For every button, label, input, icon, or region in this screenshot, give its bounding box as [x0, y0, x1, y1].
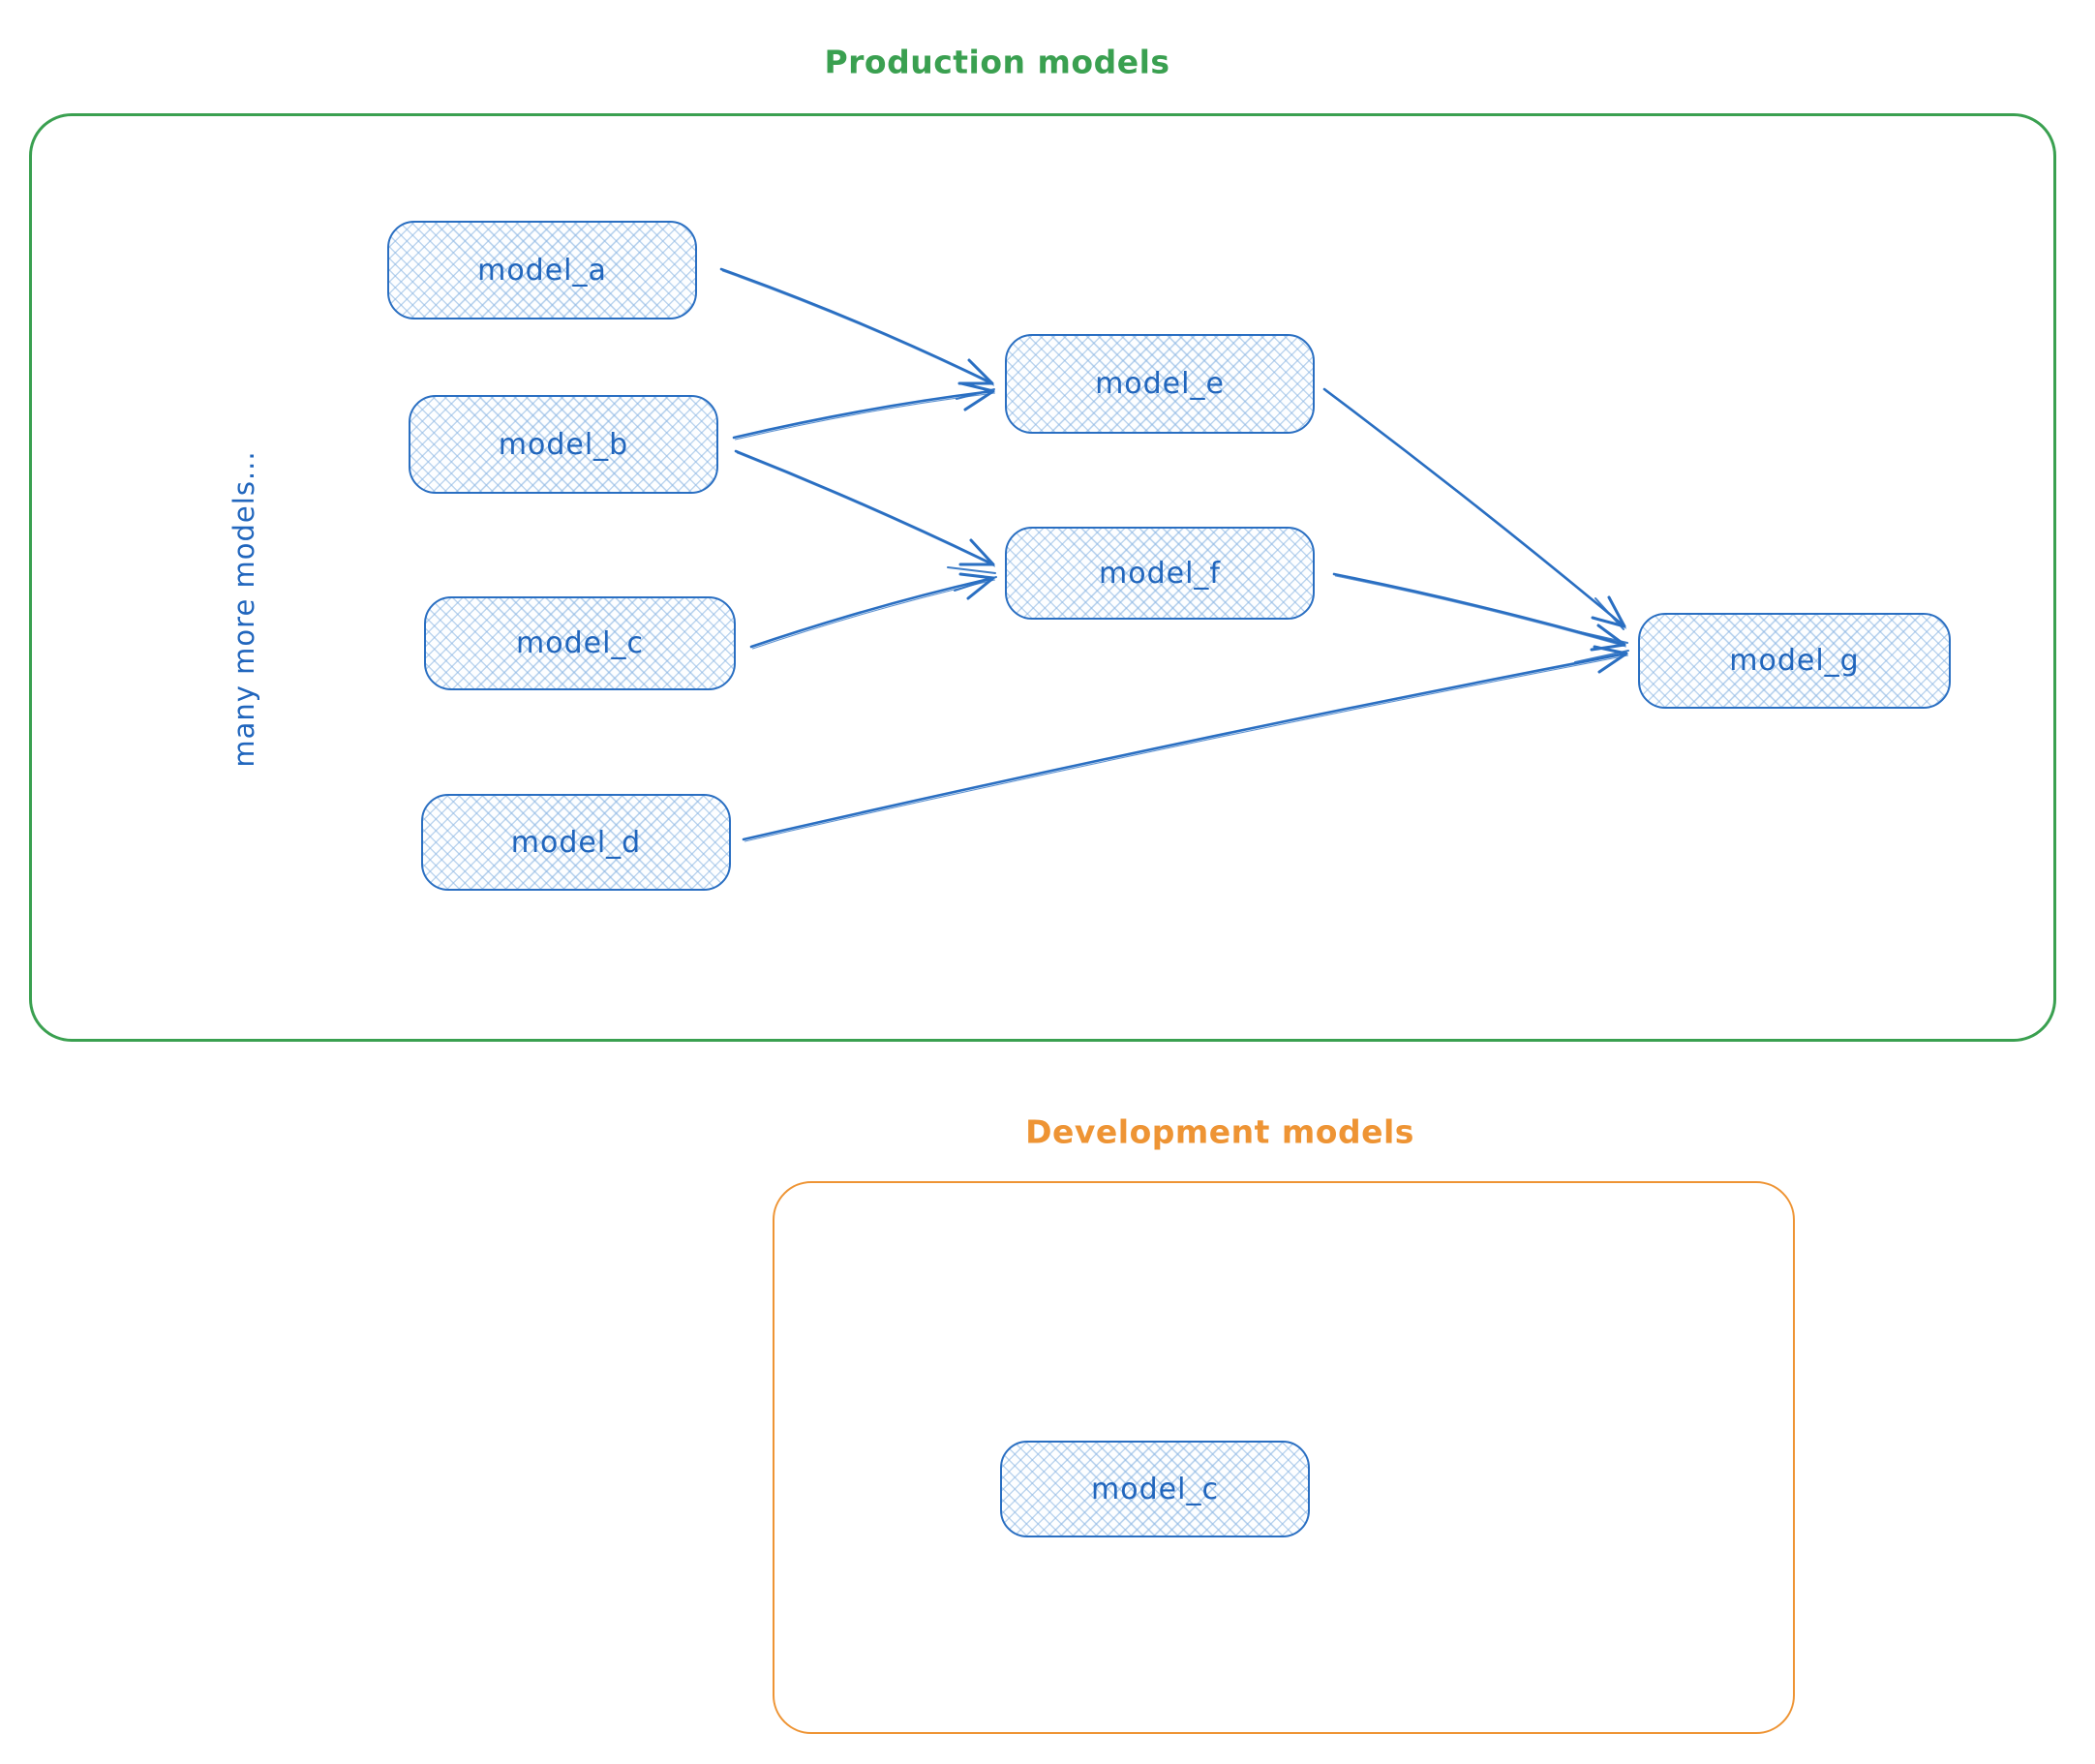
production-models-container	[29, 113, 2056, 1042]
node-model-e-label: model_e	[1095, 367, 1225, 401]
node-model-b-label: model_b	[498, 427, 629, 462]
node-model-c-label: model_c	[516, 626, 644, 660]
node-model-e: model_e	[1005, 334, 1315, 434]
development-models-title: Development models	[1025, 1112, 1414, 1151]
production-models-title: Production models	[824, 43, 1170, 81]
node-model-g-label: model_g	[1729, 644, 1860, 678]
node-model-g: model_g	[1638, 613, 1951, 709]
many-more-models-note: many more models...	[228, 450, 260, 768]
node-model-d: model_d	[421, 794, 731, 891]
node-model-f-label: model_f	[1099, 556, 1221, 591]
node-model-a-label: model_a	[477, 253, 607, 288]
development-models-container	[773, 1181, 1795, 1734]
node-model-c-development: model_c	[1000, 1441, 1310, 1537]
node-model-a: model_a	[387, 221, 697, 319]
node-model-f: model_f	[1005, 527, 1315, 620]
node-model-d-label: model_d	[510, 825, 642, 860]
node-model-b: model_b	[409, 395, 718, 494]
node-model-c-development-label: model_c	[1091, 1472, 1219, 1506]
node-model-c: model_c	[424, 596, 736, 690]
